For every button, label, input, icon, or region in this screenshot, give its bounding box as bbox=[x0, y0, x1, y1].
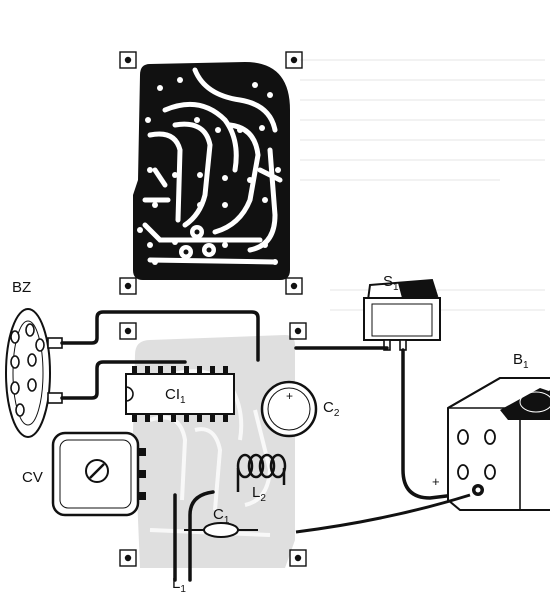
label-c2-plus: + bbox=[286, 389, 293, 403]
registration-marks-top bbox=[119, 51, 303, 295]
battery-holder-b1 bbox=[447, 377, 550, 511]
label-c2: C2 bbox=[323, 399, 340, 419]
label-ci1: CI1 bbox=[165, 386, 186, 406]
component-labels: BZ S1 B1 CI1 + C2 CV L2 C1 L1 + bbox=[12, 273, 529, 595]
label-s1: S1 bbox=[383, 273, 399, 293]
buzzer-wires bbox=[60, 310, 260, 400]
copper-ground-plane bbox=[133, 62, 290, 280]
pcb-component-layout bbox=[5, 278, 550, 582]
buzzer-bz bbox=[5, 308, 63, 438]
background-texture bbox=[300, 59, 545, 311]
trimmer-cv bbox=[51, 431, 146, 517]
transistor-pad-triangle bbox=[179, 225, 216, 259]
capacitor-c1 bbox=[184, 522, 258, 538]
label-l2: L2 bbox=[252, 484, 266, 504]
isolation-channels bbox=[142, 67, 283, 265]
battery-wire bbox=[295, 493, 471, 534]
antenna-l1 bbox=[173, 490, 215, 582]
capacitor-c2 bbox=[260, 380, 318, 438]
ic-ci1 bbox=[125, 366, 235, 422]
label-bz: BZ bbox=[12, 279, 31, 296]
solder-pads bbox=[137, 77, 281, 265]
label-b1: B1 bbox=[513, 351, 529, 371]
pcb-copper-layout bbox=[119, 51, 303, 295]
inductor-l2 bbox=[236, 453, 287, 492]
registration-marks-bottom bbox=[119, 322, 307, 567]
switch-wires bbox=[294, 346, 490, 500]
label-b1-plus: + bbox=[432, 474, 440, 489]
label-l1: L1 bbox=[172, 575, 186, 595]
label-cv: CV bbox=[22, 469, 43, 486]
label-c1: C1 bbox=[213, 506, 230, 526]
switch-s1 bbox=[363, 278, 441, 351]
